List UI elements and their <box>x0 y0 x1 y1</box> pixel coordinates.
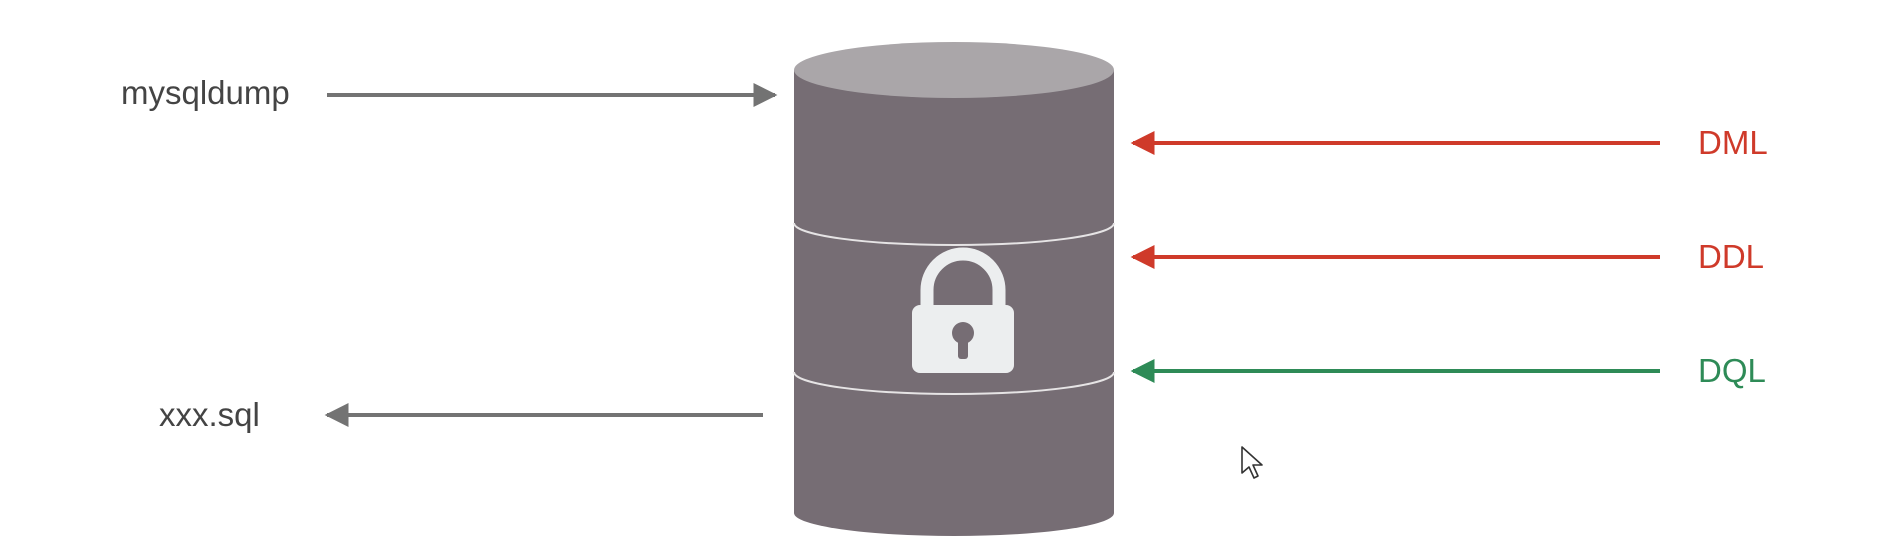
sql-file-label: xxx.sql <box>159 396 260 433</box>
dml-label: DML <box>1698 124 1768 161</box>
ddl-label: DDL <box>1698 238 1764 275</box>
padlock-icon <box>912 247 1014 373</box>
mouse-pointer-icon <box>1241 446 1263 479</box>
mysqldump-label: mysqldump <box>121 74 290 111</box>
database-cylinder-icon <box>793 42 1115 536</box>
dql-label: DQL <box>1698 352 1766 389</box>
